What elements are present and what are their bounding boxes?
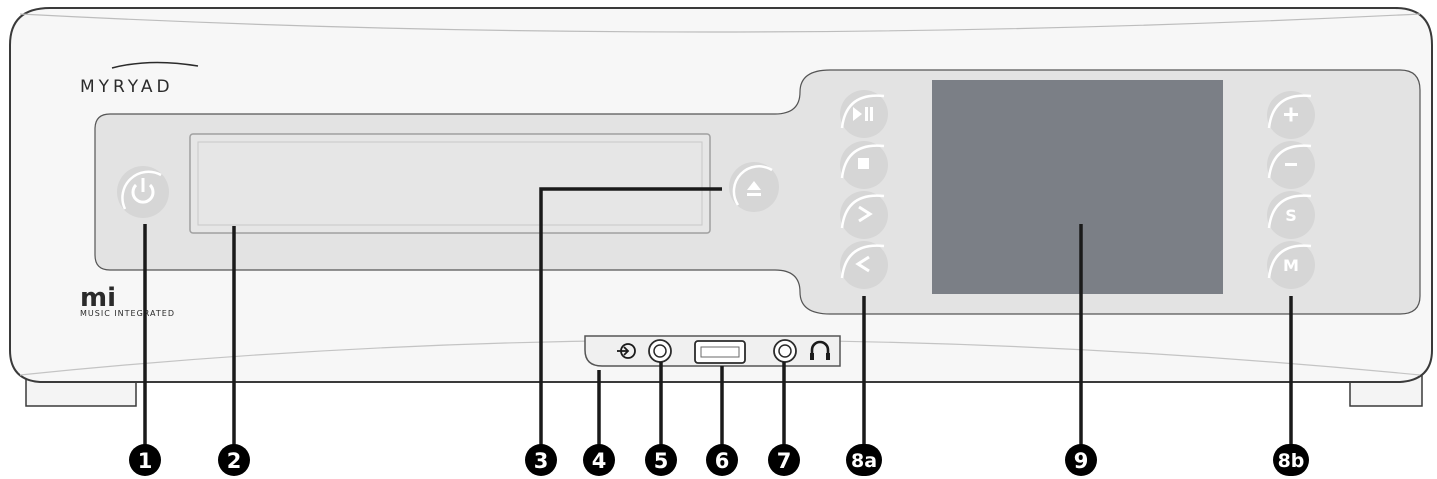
transport-button-column [840,90,888,289]
volume-down-button[interactable] [1267,141,1315,189]
eject-icon [747,181,761,196]
mode-button[interactable]: M [1267,241,1315,289]
headphones-icon [810,340,830,360]
series-mark: mi [80,283,116,313]
callout-1: 1 [129,444,161,476]
lcd-screen [932,80,1223,294]
callout-5: 5 [645,444,677,476]
svg-text:4: 4 [592,449,607,473]
svg-text:9: 9 [1074,449,1089,473]
callout-leader-lines [143,187,1293,446]
svg-text:6: 6 [715,449,730,473]
play-pause-button[interactable] [840,90,888,138]
svg-text:8b: 8b [1278,450,1305,472]
usb-port[interactable] [694,340,746,364]
callout-9: 9 [1065,444,1097,476]
display-window [189,133,711,234]
callout-7: 7 [768,444,800,476]
svg-text:1: 1 [138,449,153,473]
svg-text:7: 7 [777,449,792,473]
svg-text:2: 2 [227,449,242,473]
next-icon [858,205,873,223]
aux-input-icon [617,343,636,359]
callout-8b: 8b [1273,444,1309,476]
eject-button[interactable] [729,162,779,212]
callout-2: 2 [218,444,250,476]
aux-input-jack[interactable] [648,339,672,363]
stop-icon [858,158,869,169]
display-window-inner [197,141,703,226]
callout-8a: 8a [846,444,882,476]
svg-text:8a: 8a [851,450,877,472]
volume-up-icon [1284,107,1298,122]
previous-icon [855,255,870,273]
headphone-jack[interactable] [773,339,797,363]
logo-swoosh [111,61,199,69]
power-button[interactable] [117,166,169,218]
svg-text:3: 3 [534,449,549,473]
callout-4: 4 [583,444,615,476]
svg-text:5: 5 [654,449,669,473]
source-button[interactable]: S [1267,191,1315,239]
volume-down-icon [1285,163,1297,166]
next-button[interactable] [840,191,888,239]
power-icon [131,178,155,204]
play-pause-icon [853,107,873,121]
series-text: MUSIC INTEGRATED [80,309,175,318]
chassis-top-curve [19,13,1421,33]
volume-button-column: S M [1267,91,1315,289]
volume-up-button[interactable] [1267,91,1315,139]
brand-logo: MYRYAD [80,77,174,97]
source-button-label: S [1285,206,1297,225]
callout-6: 6 [706,444,738,476]
stop-button[interactable] [840,141,888,189]
previous-button[interactable] [840,241,888,289]
mode-button-label: M [1283,256,1299,275]
callout-3: 3 [525,444,557,476]
